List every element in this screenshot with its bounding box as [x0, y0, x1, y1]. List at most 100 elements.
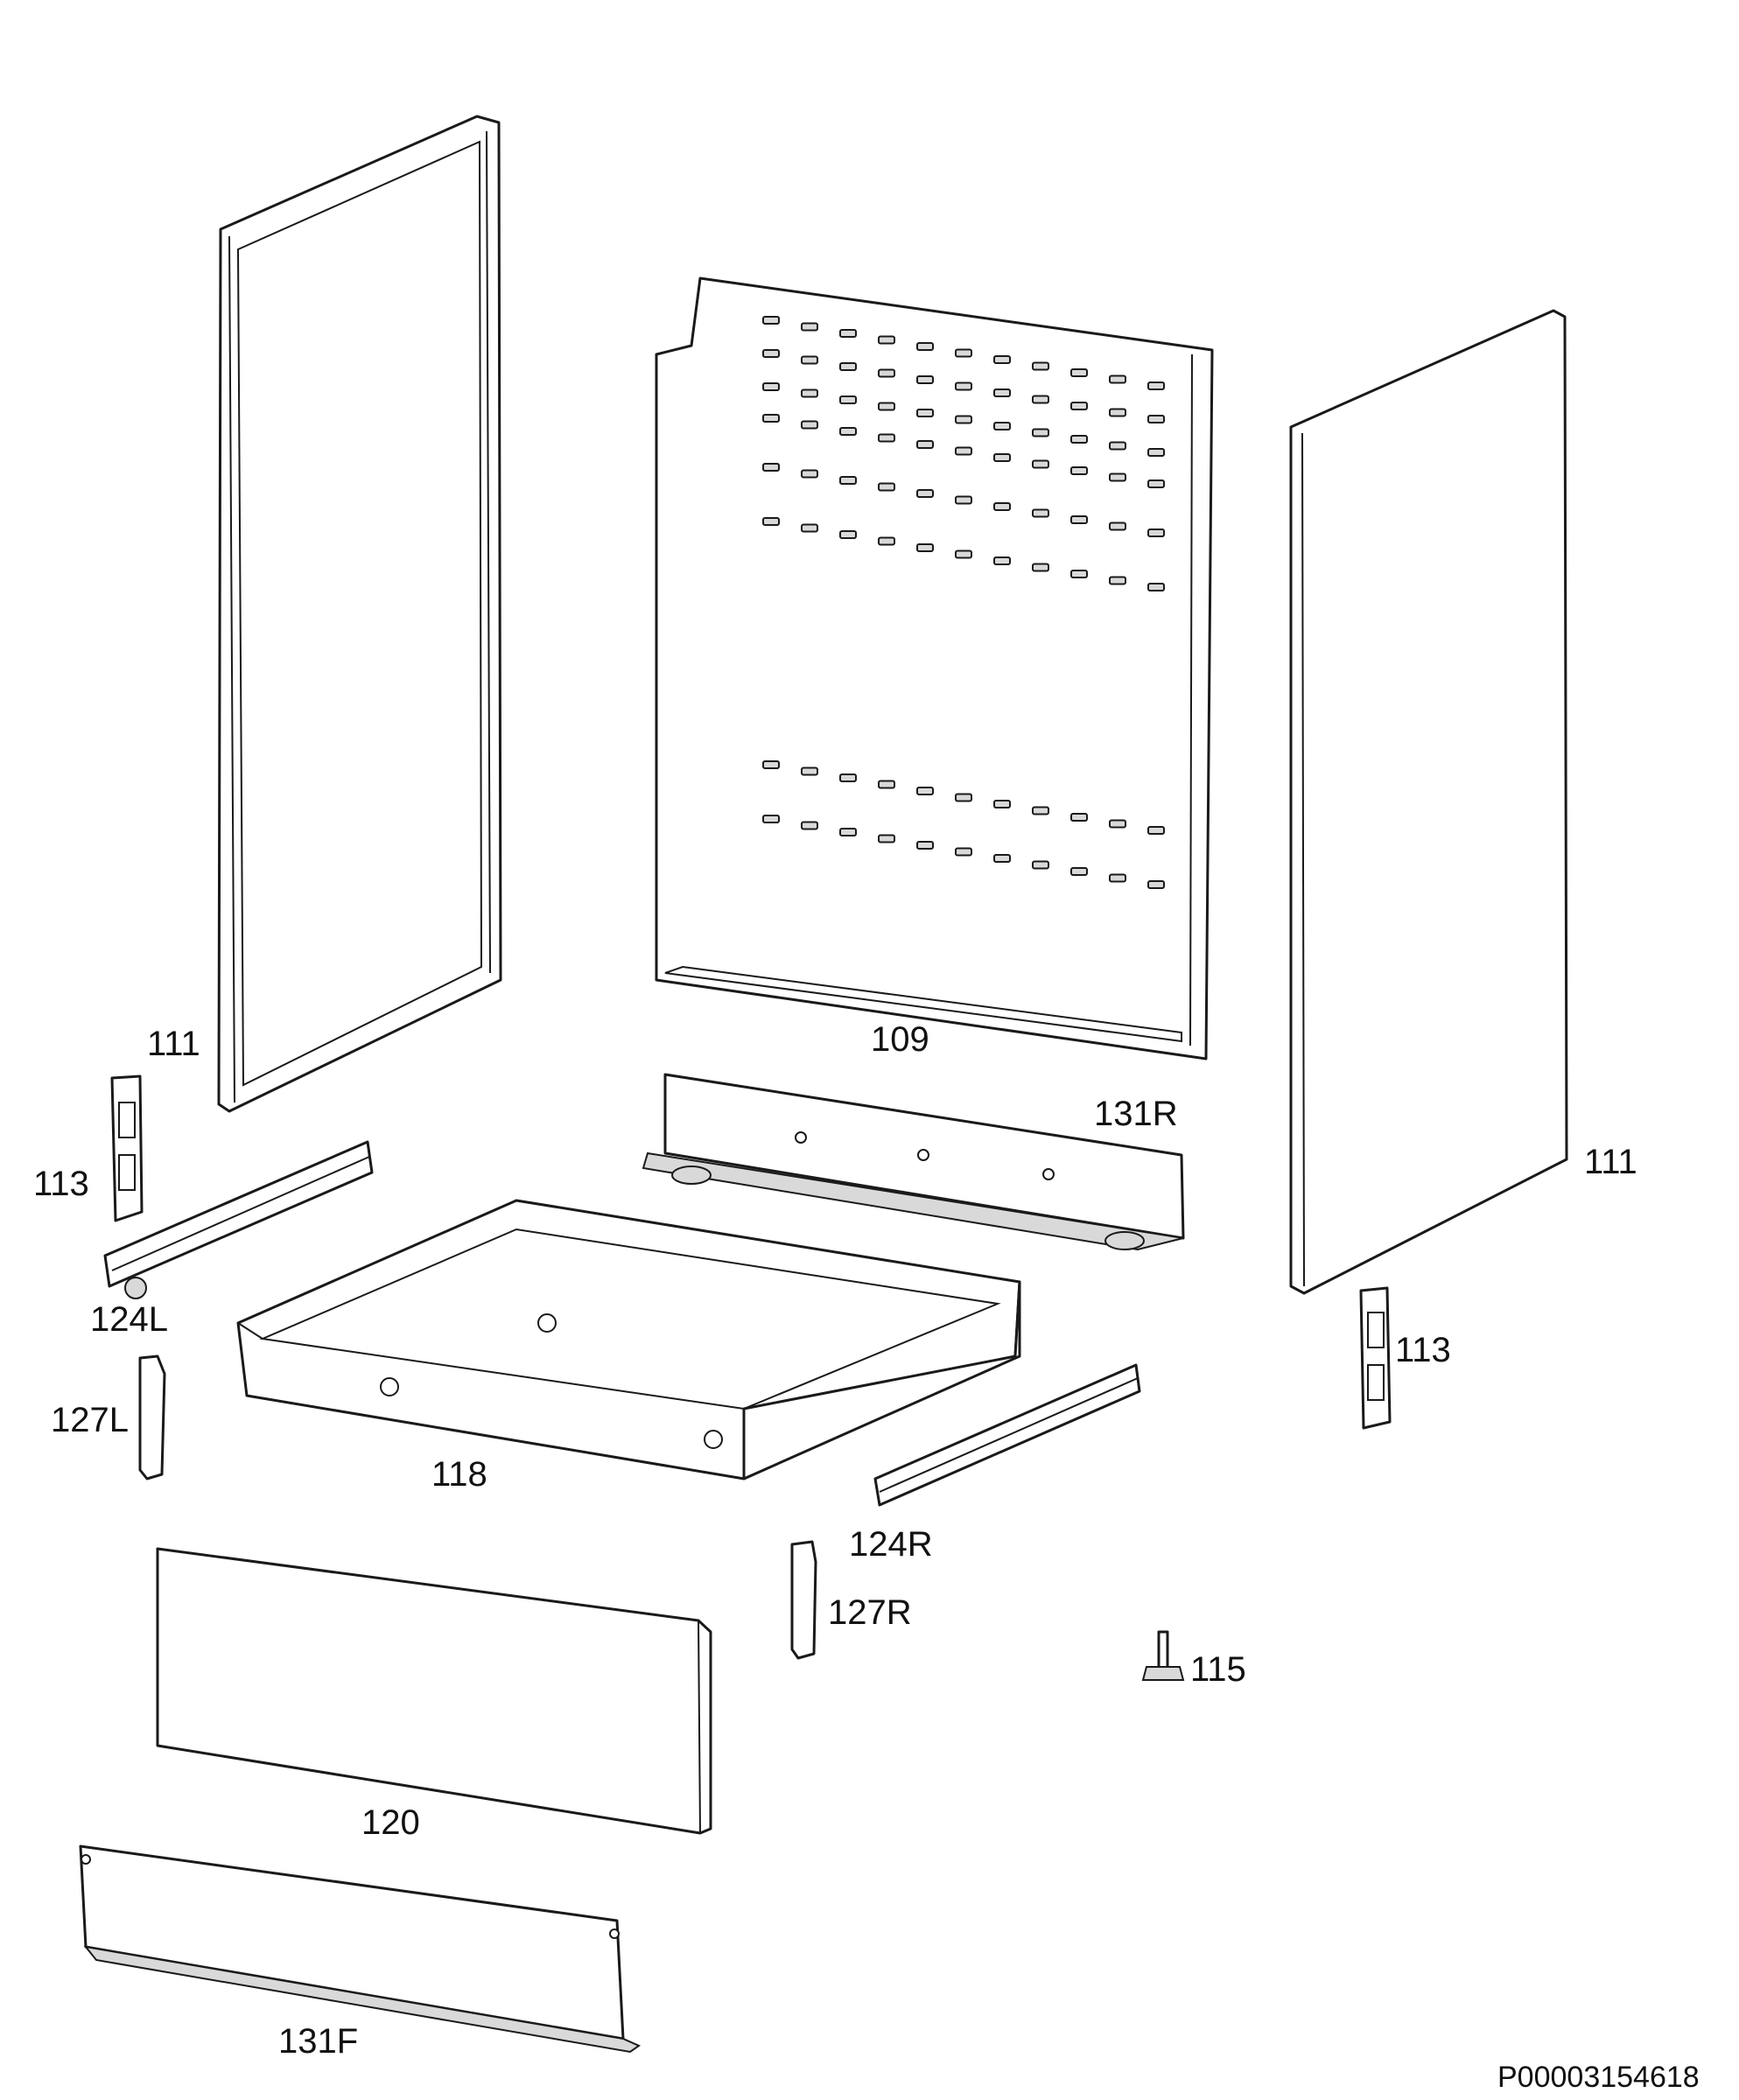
vent-slot	[878, 536, 895, 546]
label-left-runner: 124L	[90, 1300, 168, 1339]
vent-slot	[1147, 880, 1165, 889]
vent-slot	[839, 476, 857, 485]
vent-slot	[1070, 402, 1088, 410]
right-runner-part	[873, 1363, 1141, 1507]
label-adjustable-foot: 115	[1190, 1650, 1246, 1689]
vent-slot	[1147, 415, 1165, 424]
vent-slot	[801, 766, 818, 776]
left-side-frame-part	[217, 115, 502, 1113]
vent-slot	[955, 793, 972, 802]
vent-slot	[1109, 374, 1126, 384]
vent-slot	[1109, 819, 1126, 829]
vent-slot	[1147, 480, 1165, 488]
vent-slot	[839, 774, 857, 782]
vent-slot	[916, 489, 934, 498]
vent-slot	[1070, 867, 1088, 876]
vent-slot	[993, 800, 1011, 808]
vent-slot	[839, 828, 857, 836]
vent-slot	[955, 348, 972, 358]
vent-slot	[955, 446, 972, 456]
vent-slot	[1070, 515, 1088, 524]
vent-slot	[801, 821, 818, 830]
vent-slot	[1147, 448, 1165, 457]
drawer-front-part	[156, 1547, 712, 1835]
vent-slot	[801, 355, 818, 365]
vent-slot	[916, 787, 934, 795]
vent-slot	[1109, 408, 1126, 417]
vent-slot	[762, 316, 780, 325]
back-panel-vent-slots	[762, 316, 1165, 889]
vent-slot	[878, 482, 895, 492]
vent-slot	[1032, 563, 1049, 572]
vent-slot	[1032, 806, 1049, 816]
label-right-bracket: 127R	[828, 1593, 912, 1632]
vent-slot	[1109, 522, 1126, 531]
vent-slot	[801, 523, 818, 533]
vent-slot	[955, 847, 972, 857]
vent-slot	[878, 834, 895, 844]
label-drawer-front: 120	[361, 1803, 420, 1842]
back-panel-part	[655, 276, 1214, 1060]
adjustable-foot-part	[1141, 1630, 1185, 1681]
vent-slot	[878, 402, 895, 411]
left-hinge-part	[110, 1074, 144, 1222]
label-drawer-body: 118	[431, 1455, 487, 1494]
vent-slot	[916, 543, 934, 552]
vent-slot	[839, 530, 857, 539]
vent-slot	[993, 388, 1011, 397]
vent-slot	[1070, 466, 1088, 475]
vent-slot	[1109, 576, 1126, 585]
vent-slot	[993, 854, 1011, 863]
vent-slot	[1147, 583, 1165, 592]
right-bracket-part	[790, 1540, 817, 1660]
vent-slot	[916, 440, 934, 449]
label-left-side-panel: 111	[147, 1025, 200, 1063]
left-bracket-part	[138, 1354, 166, 1480]
vent-slot	[1032, 361, 1049, 371]
left-runner-part	[103, 1140, 374, 1299]
vent-slot	[839, 329, 857, 338]
vent-slot	[801, 322, 818, 332]
label-back-panel: 109	[871, 1020, 929, 1059]
vent-slot	[839, 396, 857, 404]
vent-slot	[1032, 508, 1049, 518]
vent-slot	[993, 453, 1011, 462]
label-right-hinge: 113	[1395, 1331, 1451, 1369]
vent-slot	[1147, 826, 1165, 835]
front-rail-part	[79, 1844, 642, 2054]
vent-slot	[916, 841, 934, 850]
label-left-bracket: 127L	[51, 1401, 129, 1439]
vent-slot	[762, 517, 780, 526]
vent-slot	[878, 368, 895, 378]
vent-slot	[1147, 382, 1165, 390]
right-hinge-part	[1359, 1286, 1392, 1430]
vent-slot	[1032, 459, 1049, 469]
drawer-body-part	[236, 1199, 1021, 1480]
rear-rail-part	[642, 1073, 1185, 1251]
document-code: P00003154618	[1497, 2061, 1700, 2094]
label-right-runner: 124R	[849, 1525, 933, 1564]
vent-slot	[1070, 435, 1088, 444]
vent-slot	[762, 815, 780, 823]
vent-slot	[801, 388, 818, 398]
vent-slot	[762, 349, 780, 358]
right-side-panel-part	[1289, 309, 1568, 1295]
vent-slot	[955, 382, 972, 391]
vent-slot	[993, 355, 1011, 364]
vent-slot	[1109, 441, 1126, 451]
vent-slot	[1070, 570, 1088, 578]
vent-slot	[1147, 528, 1165, 537]
vent-slot	[1032, 428, 1049, 438]
vent-slot	[839, 427, 857, 436]
vent-slot	[1109, 472, 1126, 482]
vent-slot	[1032, 395, 1049, 404]
vent-slot	[878, 780, 895, 789]
vent-slot	[762, 760, 780, 769]
vent-slot	[1032, 860, 1049, 870]
vent-slot	[1070, 368, 1088, 377]
vent-slot	[839, 362, 857, 371]
vent-slot	[955, 550, 972, 559]
label-right-side-panel: 111	[1584, 1143, 1637, 1181]
vent-slot	[993, 502, 1011, 511]
